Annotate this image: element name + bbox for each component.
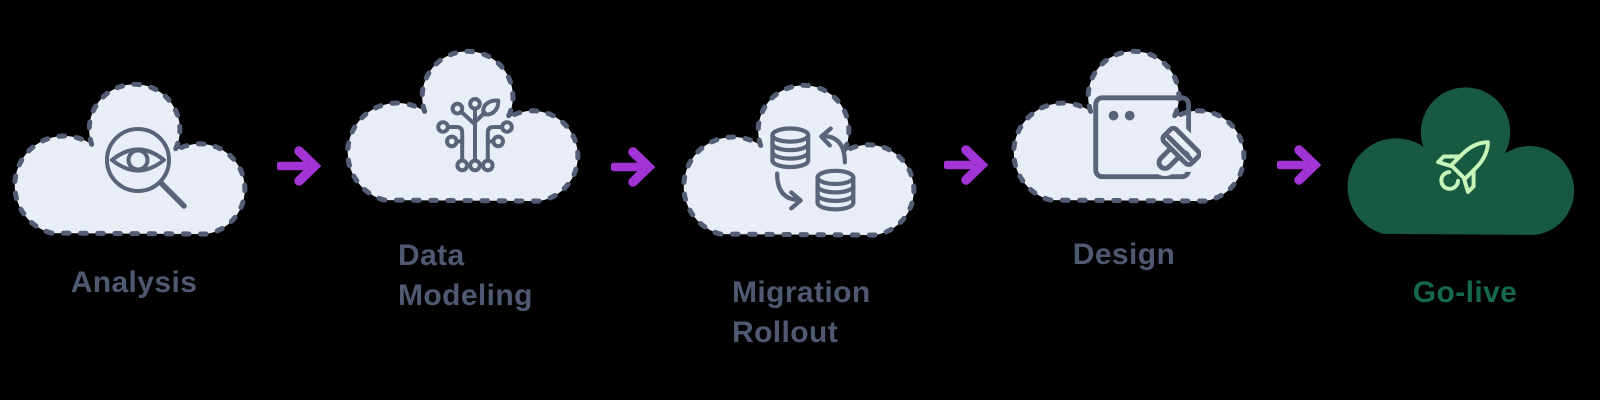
- rocket-icon: [1436, 140, 1490, 194]
- stage-label-migration-rollout: Migration Rollout: [732, 276, 871, 349]
- cloud-shape-solid: [1347, 87, 1575, 235]
- stage-go-live: Go-live: [1336, 77, 1594, 337]
- sync-arrows: [775, 126, 847, 211]
- rocket-exhaust: [1439, 170, 1461, 191]
- stage-label-analysis: Analysis: [70, 266, 198, 299]
- data-tree-icon: [436, 97, 514, 173]
- stage-design: Design: [1002, 42, 1264, 322]
- cloud-shape: [681, 82, 917, 238]
- stage-migration-rollout: Migration Rollout: [672, 76, 934, 376]
- flow-arrow-1: [277, 146, 322, 186]
- database-cylinder-top: [770, 126, 811, 170]
- cloud-shape: [345, 48, 581, 204]
- flow-arrow-2: [611, 147, 656, 187]
- magnifying-glass-eye-icon: [105, 127, 187, 209]
- rocket-fin-right: [1462, 168, 1476, 194]
- stage-label-data-modeling: Data Modeling: [398, 239, 533, 312]
- database-cylinder-bottom: [815, 168, 856, 212]
- flow-arrow-3: [944, 145, 989, 185]
- stage-data-modeling: Data Modeling: [336, 42, 598, 342]
- rocket-fin-left: [1436, 154, 1462, 168]
- database-sync-icon: [770, 126, 856, 212]
- artboard-paintbrush-icon: [1093, 95, 1201, 180]
- stage-label-design: Design: [1072, 238, 1176, 271]
- stage-analysis: Analysis: [3, 75, 265, 335]
- flow-arrow-4: [1277, 145, 1322, 185]
- paintbrush: [1151, 120, 1201, 176]
- stage-label-go-live: Go-live: [1412, 276, 1518, 309]
